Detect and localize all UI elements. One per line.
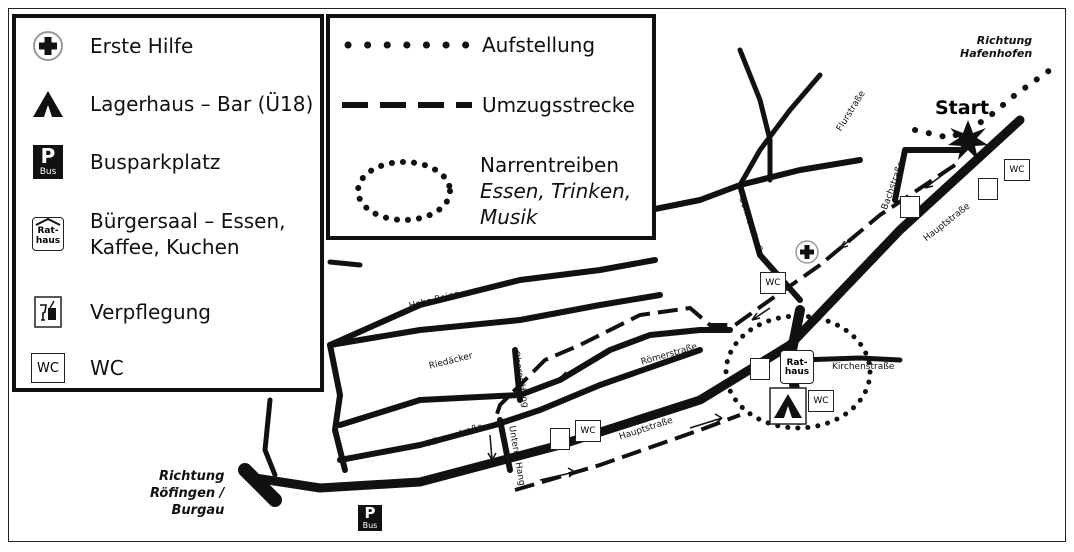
wc-icon: WC (30, 350, 66, 386)
road-hauptstrasse (250, 115, 1025, 493)
map-bus-parking-icon (358, 505, 382, 531)
road-kirchenstrasse (797, 355, 903, 363)
map-food-drink-icon (750, 358, 770, 380)
map-wc-icon: WC (1004, 159, 1030, 181)
first-aid-icon (30, 28, 66, 64)
road-oberer-hang (512, 347, 523, 403)
legend-item-buergersaal: Rat-haus Bürgersaal – Essen, Kaffee, Kuc… (16, 208, 286, 260)
road-hohe-raine-top (327, 257, 658, 348)
town-hall-icon: Rat-haus (30, 216, 66, 252)
road-left-stub (262, 397, 278, 478)
tent-icon (30, 86, 66, 122)
map-food-drink-icon (900, 196, 920, 218)
road-left-top (327, 259, 363, 268)
legend-item-umzugsstrecke: Umzugsstrecke (330, 92, 635, 118)
route-arrows (487, 172, 946, 481)
road-roemerstrasse-low (337, 347, 703, 463)
street-kirchenstrasse: Kirchenstraße (832, 362, 895, 372)
legend-item-narrentreiben: Narrentreiben Essen, Trinken, Musik (330, 152, 631, 230)
legend-item-verpflegung: Verpflegung (16, 294, 211, 330)
road-network (238, 47, 1025, 507)
map-wc-icon: WC (575, 420, 601, 442)
dotted-ellipse-icon (355, 159, 453, 223)
road-flurstrasse (737, 72, 823, 188)
map-frame (8, 8, 1066, 542)
road-riedaecker (327, 292, 663, 348)
legend-item-aufstellung: Aufstellung (330, 32, 595, 58)
route-aufstellung (912, 67, 1053, 142)
road-roemerstrasse-mid (337, 327, 733, 428)
legend-panel: Erste Hilfe Lagerhaus – Bar (Ü18) P Bus … (12, 14, 324, 392)
dashed-line-icon (342, 102, 472, 108)
map-food-drink-icon (550, 428, 570, 450)
route-umzugsstrecke (493, 163, 957, 492)
dotted-line-icon (344, 41, 470, 49)
road-bachstrasse (892, 147, 963, 203)
map-wc-icon: WC (760, 272, 786, 294)
map-wc-icon: WC (808, 390, 834, 412)
road-sonnenstrasse (737, 182, 803, 303)
legend-item-wc: WC WC (16, 350, 124, 386)
road-hohe-raine (327, 342, 348, 473)
legend-item-busparkplatz: P Bus Busparkplatz (16, 144, 220, 180)
road-upper-left (737, 47, 773, 183)
road-unterer-hang (497, 417, 513, 473)
map-bus-parking-label: P Bus (362, 504, 378, 530)
map-tent-icon (769, 387, 807, 425)
map-first-aid-icon (795, 240, 819, 264)
food-drink-icon (30, 294, 66, 330)
map-town-hall-icon: Rat-haus (780, 350, 814, 384)
legend-item-first-aid: Erste Hilfe (16, 28, 193, 64)
route-legend-panel: Aufstellung Umzugsstrecke Narrentreiben … (326, 14, 656, 240)
narrentreiben-area (723, 313, 873, 431)
map-food-drink-icon (978, 178, 998, 200)
road-hauptstrasse-lower (238, 463, 282, 507)
start-label: Start (935, 97, 990, 119)
start-star-icon (948, 120, 988, 160)
legend-item-lagerhaus: Lagerhaus – Bar (Ü18) (16, 86, 313, 122)
bus-parking-icon: P Bus (30, 144, 66, 180)
